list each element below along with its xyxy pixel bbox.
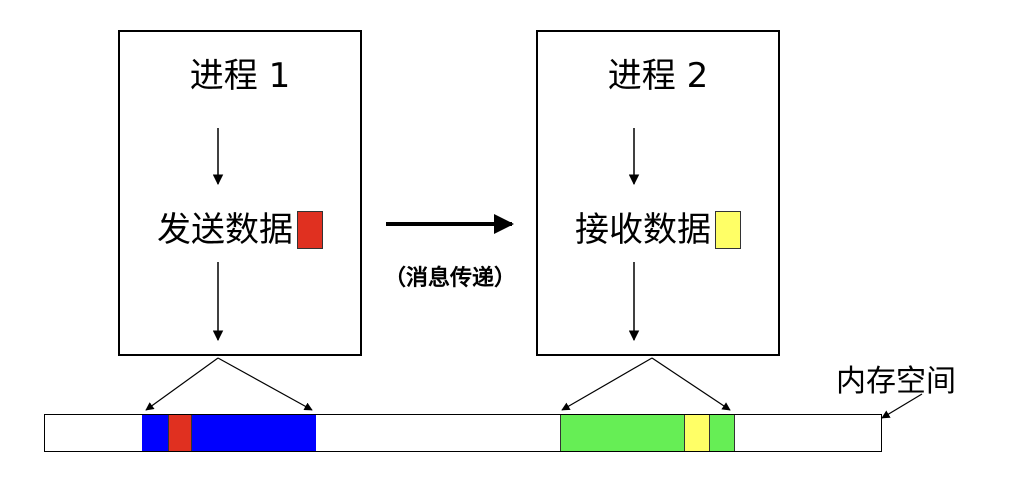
memory-bar (44, 414, 882, 452)
process-2-box: 进程 2 接收数据 (536, 30, 780, 356)
received-data-in-memory (684, 415, 710, 451)
message-passing-label: （消息传递） (383, 266, 516, 291)
sent-data-block (297, 211, 323, 249)
received-data-block (715, 211, 741, 249)
process-1-box: 进程 1 发送数据 (118, 30, 362, 356)
process-1-action-label: 发送数据 (157, 210, 293, 250)
process-1-to-memory-left-arrow (145, 357, 219, 411)
memory-space-label: 内存空间 (836, 364, 956, 399)
process-2-to-memory-right-arrow (651, 357, 731, 411)
process-1-title: 进程 1 (189, 56, 291, 96)
sent-data-in-memory (168, 415, 192, 451)
process-2-title: 进程 2 (607, 56, 709, 96)
process-1-action-row: 发送数据 (120, 210, 360, 250)
process-2-action-label: 接收数据 (575, 210, 711, 250)
memory-label-pointer-arrow (881, 393, 923, 419)
process-2-action-row: 接收数据 (538, 210, 778, 250)
process-1-to-memory-right-arrow (217, 357, 313, 411)
process-2-to-memory-left-arrow (561, 357, 653, 411)
